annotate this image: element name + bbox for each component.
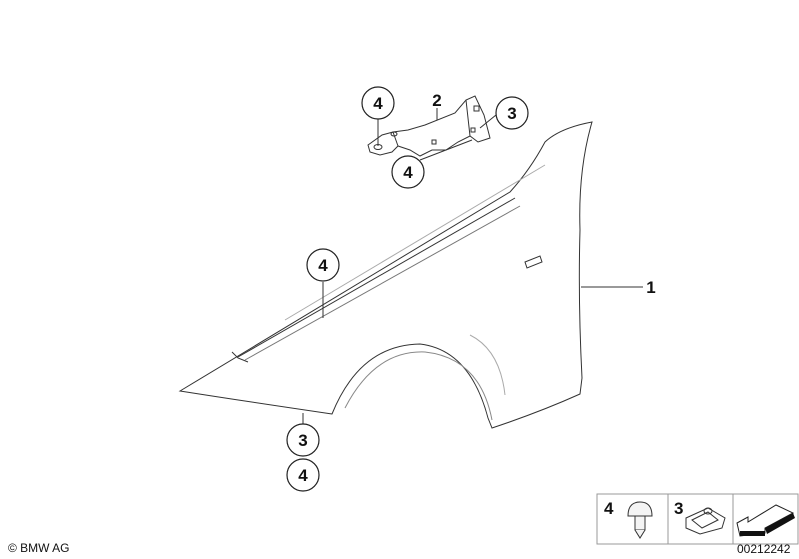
spring-nut-icon (685, 507, 726, 535)
svg-text:3: 3 (298, 431, 307, 450)
svg-text:3: 3 (507, 104, 516, 123)
svg-text:4: 4 (318, 256, 328, 275)
bracket (367, 95, 491, 157)
callout-2[interactable]: 2 (432, 91, 441, 110)
arrow-icon (736, 504, 795, 537)
callout-4-fender-top[interactable]: 4 (306, 248, 340, 282)
callout-4-bracket-bottom[interactable]: 4 (391, 155, 425, 189)
svg-text:4: 4 (403, 163, 413, 182)
callout-1[interactable]: 1 (646, 278, 655, 297)
legend-table (596, 493, 799, 545)
svg-text:4: 4 (298, 466, 308, 485)
callout-3-bracket[interactable]: 3 (495, 96, 529, 130)
copyright: © BMW AG (8, 541, 70, 555)
legend-label-3: 3 (674, 499, 683, 518)
fender-outline (178, 121, 593, 429)
callout-3-fender-front[interactable]: 3 (286, 423, 320, 457)
callout-4-fender-front[interactable]: 4 (286, 458, 320, 492)
callout-4-bracket-left[interactable]: 4 (361, 86, 395, 120)
clip-rivet-icon (627, 501, 653, 539)
diagram-number: 00212242 (737, 542, 791, 556)
legend-label-4: 4 (604, 499, 614, 518)
svg-text:4: 4 (373, 94, 383, 113)
